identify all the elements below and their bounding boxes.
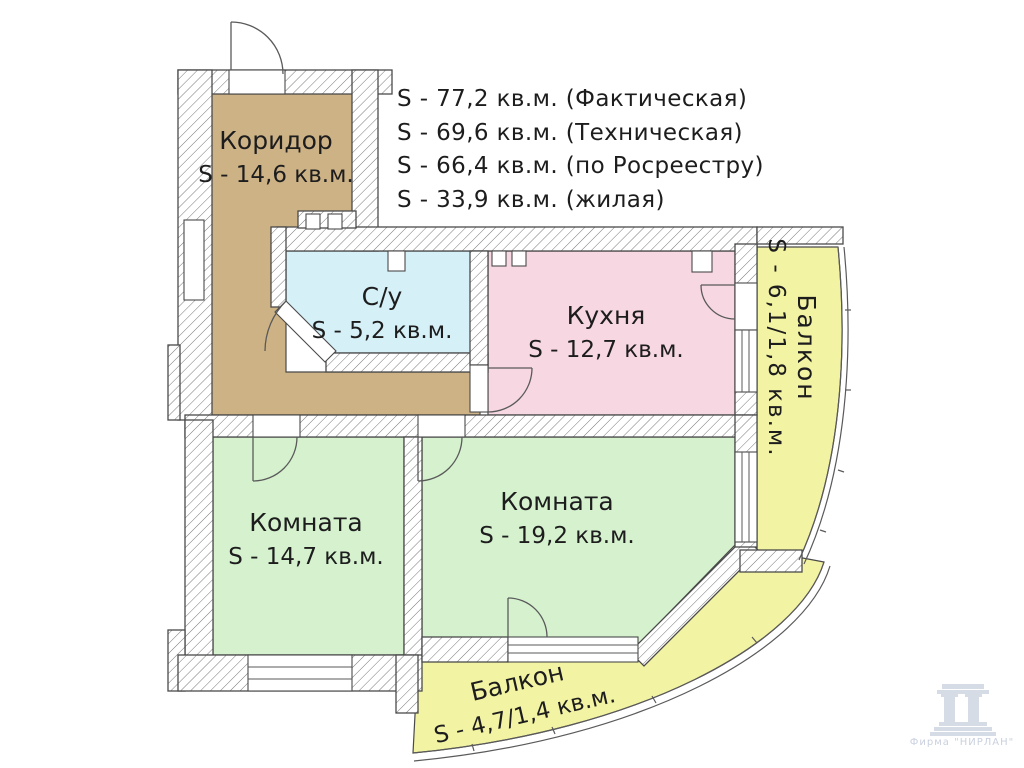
vent-2 xyxy=(327,213,343,230)
kitchen-balcony-door-opening xyxy=(734,282,758,331)
vent-3 xyxy=(387,250,406,272)
room2-balcony-window xyxy=(507,636,639,663)
balcony-right-glazing-inner xyxy=(798,246,843,561)
kitchen-door xyxy=(487,367,533,413)
balcony-right-glazing-outer xyxy=(803,246,849,565)
room1-floor xyxy=(212,436,405,656)
kitchen-balcony-door xyxy=(700,284,736,320)
openings xyxy=(183,69,758,438)
wall-balcony-bottom-left xyxy=(395,654,419,714)
bathroom-door-arc xyxy=(264,300,287,352)
room2-right-window xyxy=(734,451,758,543)
room2-balcony-door xyxy=(507,597,548,638)
windows xyxy=(247,329,758,692)
wall-band-top xyxy=(276,226,758,252)
balcony-right-floor xyxy=(756,246,843,561)
room2-door xyxy=(417,436,463,482)
kitchen-balcony-window xyxy=(734,329,758,393)
wall-kitchen-left xyxy=(469,250,489,366)
doors xyxy=(230,21,736,638)
agency-logo-icon xyxy=(930,684,996,736)
wall-band-balcony-top xyxy=(756,226,844,245)
wall-niche xyxy=(183,219,205,301)
balcony-bottom-glazing-outer xyxy=(413,565,831,762)
vent-1 xyxy=(305,213,321,230)
wall-balcony-ledge xyxy=(739,549,803,573)
balcony-glazing xyxy=(412,246,851,762)
room1-door xyxy=(252,436,298,482)
wall-room2-bottom xyxy=(421,636,509,663)
wall-left-step xyxy=(167,344,181,421)
kitchen-floor xyxy=(487,250,736,416)
vent-6 xyxy=(691,250,713,273)
vent-4 xyxy=(491,250,507,267)
room1-door-opening xyxy=(252,414,301,438)
entrance-opening xyxy=(228,69,286,95)
wall-left-lower xyxy=(184,419,214,658)
wall-bathroom-left xyxy=(270,226,287,308)
wall-between-rooms xyxy=(403,436,423,658)
balcony-bottom-glazing-inner xyxy=(412,561,825,754)
room1-window xyxy=(247,654,353,692)
entrance-door xyxy=(230,21,284,75)
kitchen-door-opening xyxy=(469,364,489,413)
walls xyxy=(167,69,844,714)
room2-door-opening xyxy=(417,414,466,438)
wall-bathroom-bottom xyxy=(325,352,489,373)
vent-5 xyxy=(511,250,527,267)
room-fills xyxy=(192,91,843,754)
